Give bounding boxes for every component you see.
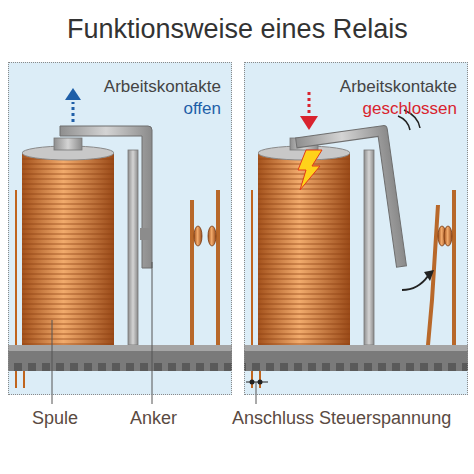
relay-panel: Arbeitskontakteoffen [8,62,232,395]
base [244,345,468,371]
part-label: Anschluss Steuerspannung [232,408,451,429]
contact [208,226,216,246]
panel-ground [8,62,232,395]
voltage-flash [298,150,322,190]
base [8,363,232,371]
panel-heading: Arbeitskontakte [104,77,221,97]
relay-panel: Arbeitskontaktegeschlossen [244,62,468,395]
armature [296,125,407,278]
armature-pin [140,228,150,240]
relay-closed [244,92,468,388]
yoke [364,150,374,345]
contact [444,226,452,246]
yoke [128,150,138,345]
contact-spring [216,190,220,345]
contact-spring [452,190,456,345]
contact-state: offen [183,99,221,119]
terminal-dot [258,380,263,385]
motion-mark [398,116,410,130]
leader-line [256,382,257,404]
base [244,345,468,351]
base [244,363,468,371]
part-label: Spule [32,408,78,429]
terminal-dot [250,380,255,385]
base [8,345,232,371]
leader-line [246,382,268,383]
coil [22,146,114,345]
contact-state: geschlossen [362,99,457,119]
panel-ground [244,62,468,395]
panel-heading: Arbeitskontakte [340,77,457,97]
armature [60,126,152,268]
part-label: Anker [130,408,177,429]
motion-arrow [308,92,311,114]
base [8,345,232,351]
motion-arrow [65,88,81,100]
motion-arrow [72,102,75,122]
leader-line [152,262,153,404]
motion-arrow [402,276,428,290]
motion-arrow [300,116,318,130]
diagram-title: Funktionsweise eines Relais [67,14,408,45]
coil [258,146,350,345]
relay-open [8,88,232,388]
core [54,138,82,150]
leader-line [52,320,53,404]
motion-arrow [424,270,434,281]
contact-spring [190,200,194,345]
contact [194,226,202,246]
